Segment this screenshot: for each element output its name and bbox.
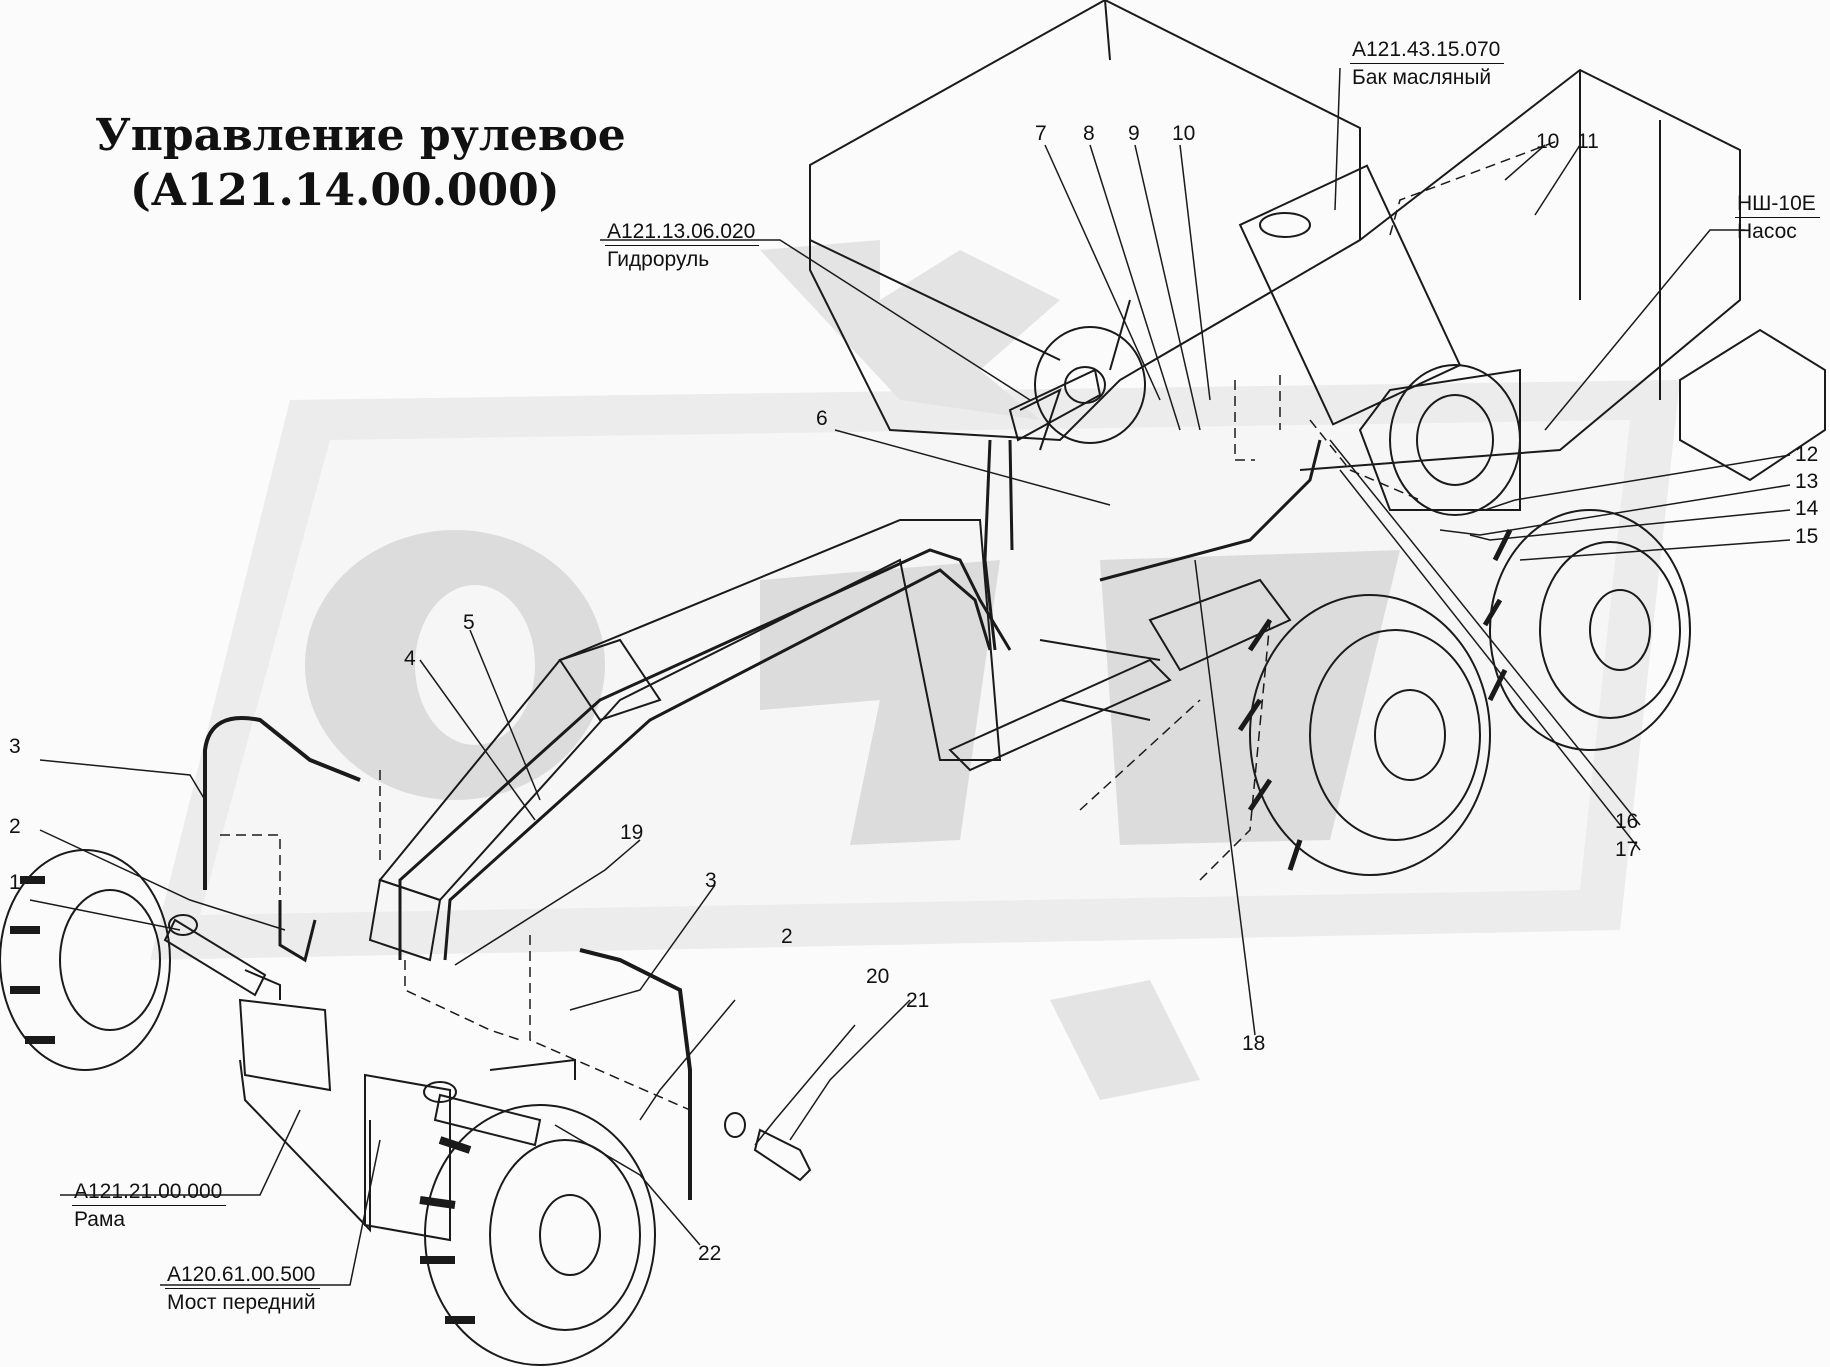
bolt-part — [753, 1128, 812, 1182]
ref-oil-tank-name: Бак масляный — [1352, 66, 1492, 90]
front-wheel-left — [0, 849, 171, 1071]
ref-front-axle-name: Мост передний — [167, 1291, 316, 1315]
callout-16: 16 — [1615, 810, 1639, 833]
diagram-title: Управление рулевое — [95, 110, 626, 161]
washer-part — [724, 1112, 746, 1138]
callout-1: 1 — [9, 871, 21, 894]
callout-12: 12 — [1795, 443, 1819, 466]
ref-pump-name: Насос — [1737, 220, 1797, 244]
steering-cylinder-right — [423, 1058, 576, 1147]
rear-wheel-left — [1237, 594, 1491, 876]
steering-cylinder-left — [163, 914, 281, 1000]
ref-front-axle-code: А120.61.00.500 — [165, 1263, 320, 1290]
callout-18: 18 — [1242, 1032, 1266, 1055]
ref-steering-unit-code: А121.13.06.020 — [605, 220, 760, 247]
callout-2: 2 — [9, 815, 21, 838]
callout-5: 5 — [463, 611, 475, 634]
battery-box — [1679, 328, 1826, 482]
front-axle-beam — [364, 1073, 451, 1242]
callout-4: 4 — [404, 647, 416, 670]
callout-20: 20 — [866, 965, 890, 988]
ref-oil-tank: А121.43.15.070 Бак масляный — [1350, 38, 1505, 90]
ref-front-axle: А120.61.00.500 Мост передний — [165, 1263, 320, 1314]
callout-9: 9 — [1128, 122, 1140, 145]
callout-10: 10 — [1172, 122, 1196, 145]
callout-19: 19 — [620, 821, 644, 844]
ref-frame: А121.21.00.000 Рама — [72, 1180, 227, 1232]
callout-3: 3 — [705, 869, 717, 892]
rear-linkage — [948, 639, 1172, 772]
front-wheel-right — [419, 1104, 656, 1366]
rear-wheel-right — [1482, 509, 1691, 751]
callout-8: 8 — [1083, 122, 1095, 145]
frame-plate-front — [238, 998, 371, 1233]
callout-11: 11 — [1577, 130, 1599, 153]
callout-13: 13 — [1795, 470, 1819, 493]
callout-15: 15 — [1795, 525, 1819, 548]
steering-column — [1008, 368, 1102, 442]
hose-run-right — [443, 568, 992, 961]
callout-17: 17 — [1615, 838, 1639, 861]
callout-14: 14 — [1795, 497, 1819, 520]
callout-6: 6 — [816, 407, 828, 430]
ref-steering-unit-name: Гидроруль — [607, 248, 710, 272]
hose-run-left — [398, 548, 1012, 960]
ref-frame-name: Рама — [74, 1208, 126, 1232]
ref-oil-tank-code: А121.43.15.070 — [1350, 38, 1505, 65]
leader-lines — [29, 67, 1791, 1286]
callout-22: 22 — [698, 1242, 722, 1265]
watermark-logo — [150, 240, 1680, 1100]
diagram-subtitle: (А121.14.00.000) — [130, 165, 560, 216]
callout-10: 10 — [1536, 130, 1560, 153]
callout-3: 3 — [9, 735, 21, 758]
ref-steering-unit: А121.13.06.020 Гидроруль — [605, 220, 760, 272]
callout-7: 7 — [1035, 122, 1047, 145]
ref-frame-code: А121.21.00.000 — [72, 1180, 227, 1207]
steering-wheel — [1034, 326, 1146, 444]
front-hose-left — [203, 716, 361, 890]
engine-hood — [1299, 68, 1741, 471]
callout-2: 2 — [781, 925, 793, 948]
main-frame-beam — [378, 519, 1002, 902]
cab-outline — [809, 0, 1361, 442]
ref-pump-code: НШ-10Е — [1735, 192, 1820, 219]
ref-pump: НШ-10Е Насос — [1735, 192, 1820, 243]
callout-21: 21 — [906, 989, 930, 1012]
oil-tank-body — [1238, 164, 1462, 426]
front-hose-right — [579, 948, 692, 1200]
